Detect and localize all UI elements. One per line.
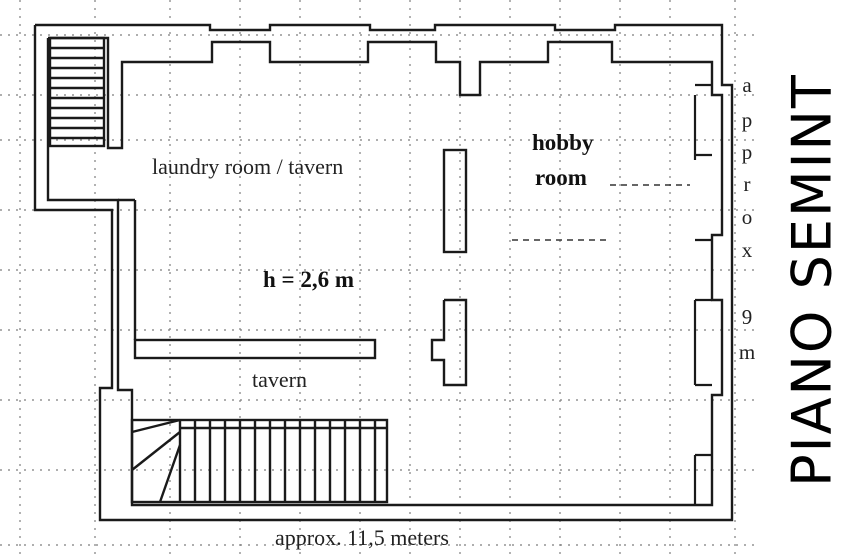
height-char: m xyxy=(738,340,756,364)
height-char: p xyxy=(741,140,753,164)
tavern-partition xyxy=(133,338,377,360)
room-label-hobby-line2: room xyxy=(535,165,587,190)
height-char: p xyxy=(741,108,753,132)
outer-walls xyxy=(33,23,734,522)
hobby-dashed-boundary xyxy=(512,184,690,241)
height-char: o xyxy=(741,205,753,229)
room-label-laundry: laundry room / tavern xyxy=(152,154,344,179)
height-char: a xyxy=(742,73,752,97)
room-label-tavern: tavern xyxy=(252,367,307,392)
floor-title: PIANO SEMINT xyxy=(780,73,844,487)
ceiling-height-label: h = 2,6 m xyxy=(263,267,355,292)
room-label-hobby-line1: hobby xyxy=(532,130,594,155)
inner-staircase xyxy=(130,418,389,504)
width-dimension-label: approx. 11,5 meters xyxy=(275,525,449,550)
pillars xyxy=(430,148,468,387)
height-char: 9 xyxy=(741,305,753,329)
right-wall-notches xyxy=(693,83,712,505)
height-char: r xyxy=(743,172,751,196)
height-char: x xyxy=(741,238,753,262)
dotted-grid xyxy=(0,0,760,560)
outer-staircase xyxy=(48,36,106,148)
